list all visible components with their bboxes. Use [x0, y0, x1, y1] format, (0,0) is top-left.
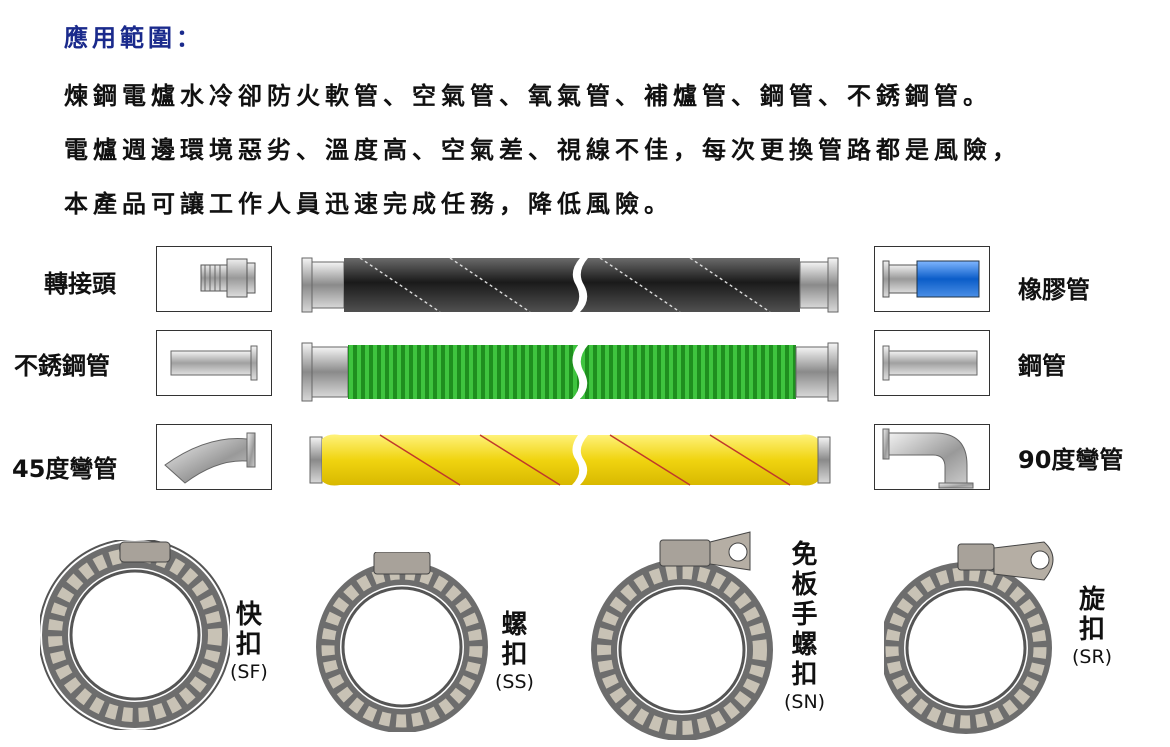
clamp-sn-label: 免 板 手 螺 扣 (SN): [784, 540, 825, 714]
elbow-90-image: [874, 424, 990, 490]
clamp-ss-image: [312, 552, 492, 732]
clamp-sn-char-3: 手: [791, 600, 818, 630]
clamp-sf-label: 快 扣 (SF): [230, 600, 268, 684]
clamp-sr-image: [884, 538, 1074, 738]
clamp-sf-image: [40, 540, 230, 730]
clamp-sn-char-2: 板: [791, 570, 818, 600]
clamp-sr-code: (SR): [1072, 646, 1113, 668]
section-heading: 應用範圍：: [64, 24, 204, 52]
label-45-elbow: 45度彎管: [12, 455, 118, 483]
paragraph-line-2: 電爐週邊環境惡劣、溫度高、空氣差、視線不佳，每次更換管路都是風險，: [64, 136, 1021, 164]
clamp-sn-code: (SN): [784, 691, 826, 713]
adapter-image: [156, 246, 272, 312]
paragraph-line-3: 本產品可讓工作人員迅速完成任務，降低風險。: [64, 190, 673, 218]
elbow-45-image: [156, 424, 272, 490]
clamp-sr-char-1: 旋: [1079, 585, 1106, 615]
clamp-sf-char-2: 扣: [235, 630, 262, 660]
clamp-sn-char-4: 螺: [791, 630, 818, 660]
label-rubber-hose: 橡膠管: [1018, 276, 1090, 304]
clamp-sr-char-2: 扣: [1079, 615, 1106, 645]
yellow-fireproof-hose: [300, 425, 840, 495]
clamp-sn-char-5: 扣: [791, 660, 818, 690]
clamp-ss-label: 螺 扣 (SS): [495, 610, 534, 694]
clamp-sf-code: (SF): [230, 661, 268, 683]
paragraph-line-1: 煉鋼電爐水冷卻防火軟管、空氣管、氧氣管、補爐管、鋼管、不銹鋼管。: [64, 82, 992, 110]
label-stainless-pipe: 不銹鋼管: [14, 352, 110, 380]
stainless-pipe-image: [156, 330, 272, 396]
label-90-elbow: 90度彎管: [1018, 446, 1124, 474]
clamp-ss-char-1: 螺: [501, 610, 528, 640]
clamp-ss-char-2: 扣: [501, 640, 528, 670]
clamp-sr-label: 旋 扣 (SR): [1072, 585, 1112, 669]
steel-pipe-image: [874, 330, 990, 396]
black-hose: [300, 250, 840, 320]
rubber-hose-image: [874, 246, 990, 312]
label-adapter: 轉接頭: [44, 270, 116, 298]
clamp-sf-char-1: 快: [235, 600, 262, 630]
clamp-ss-code: (SS): [495, 671, 534, 693]
clamp-sn-image: [590, 530, 780, 740]
green-corrugated-hose: [300, 337, 840, 407]
label-steel-pipe: 鋼管: [1018, 352, 1066, 380]
clamp-sn-char-1: 免: [791, 540, 818, 570]
